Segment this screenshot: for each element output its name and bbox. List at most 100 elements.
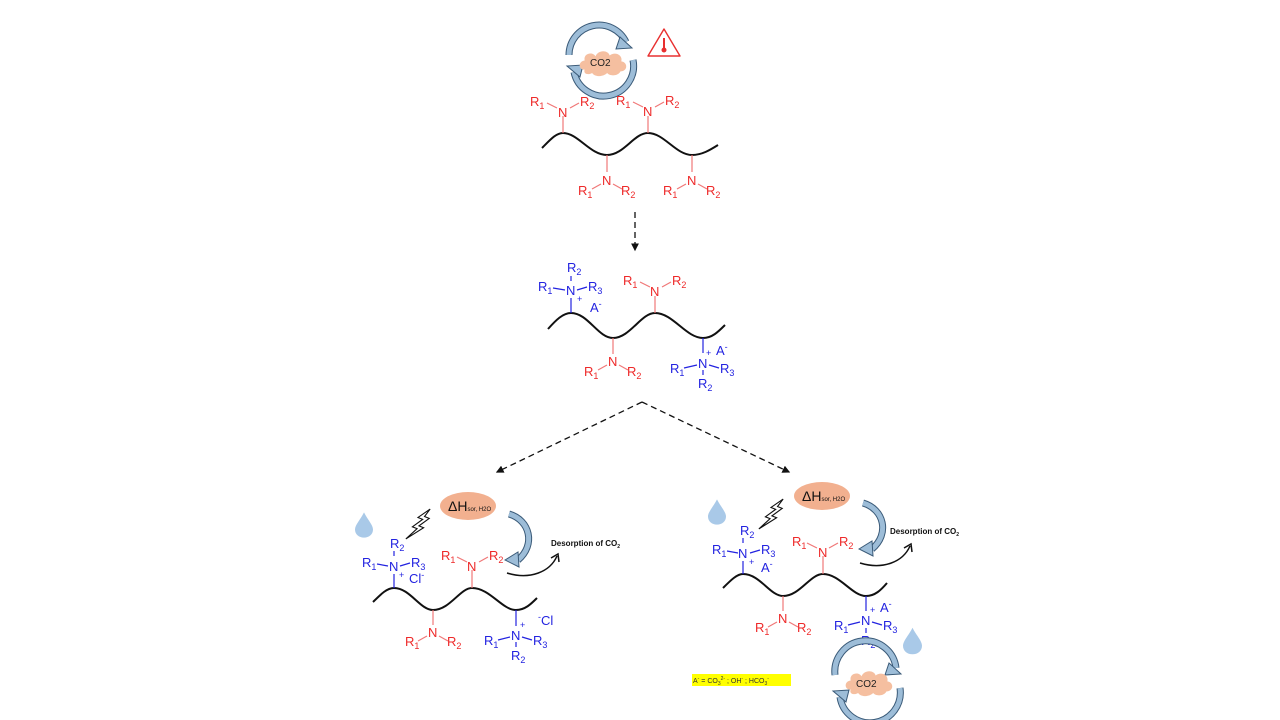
svg-text:R2: R2 bbox=[621, 183, 635, 200]
svg-text:R2: R2 bbox=[797, 620, 811, 637]
svg-text:A-: A- bbox=[716, 342, 728, 358]
polymer-backbone bbox=[547, 311, 726, 340]
svg-text:+: + bbox=[870, 605, 875, 615]
enthalpy-badge: ΔHsor, H2O bbox=[794, 482, 850, 510]
svg-text:R3: R3 bbox=[411, 555, 425, 572]
svg-text:N: N bbox=[818, 545, 827, 560]
desorption-label: Desorption of CO2 bbox=[551, 539, 620, 550]
svg-text:R1: R1 bbox=[616, 93, 630, 110]
lightning-icon bbox=[405, 508, 431, 540]
svg-text:R1: R1 bbox=[441, 548, 455, 565]
svg-text:R2: R2 bbox=[489, 548, 503, 565]
chemical-bond bbox=[654, 101, 665, 108]
polymer-backbone bbox=[372, 586, 538, 612]
chemical-bond bbox=[546, 102, 558, 109]
quaternary-ammonium-group: R2 R1 N + R3 Cl- bbox=[362, 536, 425, 586]
amine-group: R1 N R2 bbox=[616, 93, 679, 119]
quaternary-ammonium-group: + A- N R1 R3 R2 bbox=[670, 342, 734, 393]
svg-text:N: N bbox=[428, 625, 437, 640]
svg-text:R3: R3 bbox=[761, 542, 775, 559]
chemical-bond bbox=[552, 287, 566, 291]
svg-text:N: N bbox=[558, 105, 567, 120]
svg-text:R2: R2 bbox=[447, 634, 461, 651]
polymer-anion-form: ΔHsor, H2O Desorption of CO2 R2 R1 N + R… bbox=[708, 482, 959, 720]
curved-heat-arrow-icon bbox=[857, 499, 887, 557]
svg-text:A-: A- bbox=[880, 599, 892, 615]
svg-text:N: N bbox=[698, 356, 707, 371]
svg-text:N: N bbox=[602, 173, 611, 188]
amine-group: R1 N R2 bbox=[441, 548, 503, 574]
svg-text:R1: R1 bbox=[792, 534, 806, 551]
branch-arrow-left bbox=[495, 401, 643, 473]
chemical-bond bbox=[828, 542, 839, 549]
svg-text:R2: R2 bbox=[672, 273, 686, 290]
svg-text:R3: R3 bbox=[588, 279, 602, 296]
svg-text:N: N bbox=[778, 611, 787, 626]
svg-text:R1: R1 bbox=[484, 633, 498, 650]
svg-text:R2: R2 bbox=[511, 648, 525, 665]
chemical-bond bbox=[456, 556, 468, 563]
svg-text:R1: R1 bbox=[623, 273, 637, 290]
svg-text:R1: R1 bbox=[670, 361, 684, 378]
amine-group: R1 N R2 bbox=[623, 273, 686, 299]
chemical-bond bbox=[618, 364, 629, 371]
anion-legend: A- = CO32- ; OH- ; HCO3- bbox=[692, 674, 791, 687]
desorption-arrow-icon bbox=[859, 542, 913, 567]
lightning-icon bbox=[758, 498, 784, 530]
svg-text:R3: R3 bbox=[533, 633, 547, 650]
chemical-bond bbox=[697, 183, 708, 190]
svg-text:-Cl: -Cl bbox=[538, 612, 553, 628]
svg-text:R3: R3 bbox=[883, 618, 897, 635]
svg-text:+: + bbox=[706, 348, 711, 358]
svg-text:A- = CO32- ; OH- ; HCO3-: A- = CO32- ; OH- ; HCO3- bbox=[693, 676, 769, 687]
chemical-bond bbox=[612, 183, 623, 190]
polymer-neutral: R1 N R2 R1 N R2 N R1 R2 N R1 R2 bbox=[530, 93, 720, 200]
chemical-bond bbox=[683, 364, 698, 369]
svg-text:+: + bbox=[520, 620, 525, 630]
water-drop-icon bbox=[903, 627, 922, 655]
svg-text:R2: R2 bbox=[698, 376, 712, 393]
chemical-bond bbox=[847, 621, 861, 626]
chemical-bond bbox=[597, 364, 608, 371]
chemical-bond bbox=[726, 550, 739, 554]
svg-text:R1: R1 bbox=[405, 634, 419, 651]
svg-text:R2: R2 bbox=[627, 364, 641, 381]
svg-text:R1: R1 bbox=[578, 183, 592, 200]
polymer-quaternized: R2 R1 N + R3 A- R1 N R2 N R1 R2 + bbox=[538, 260, 734, 393]
svg-text:R1: R1 bbox=[834, 618, 848, 635]
svg-text:N: N bbox=[467, 559, 476, 574]
co2-cycle-label: CO2 bbox=[590, 58, 611, 69]
svg-text:N: N bbox=[511, 628, 520, 643]
quaternary-ammonium-group: R2 R1 N + R3 A- bbox=[538, 260, 602, 315]
svg-text:A-: A- bbox=[590, 299, 602, 315]
svg-text:A-: A- bbox=[761, 559, 773, 575]
svg-text:ΔHsor, H2O: ΔHsor, H2O bbox=[448, 498, 491, 514]
desorption-arrow-icon bbox=[506, 552, 560, 577]
chemical-bond bbox=[591, 183, 602, 190]
svg-text:R1: R1 bbox=[362, 555, 376, 572]
svg-text:R2: R2 bbox=[567, 260, 581, 277]
chemical-bond bbox=[676, 183, 687, 190]
svg-text:R2: R2 bbox=[740, 523, 754, 540]
svg-text:R1: R1 bbox=[663, 183, 677, 200]
curved-heat-arrow-icon bbox=[503, 510, 533, 568]
svg-text:+: + bbox=[399, 570, 404, 580]
svg-text:R2: R2 bbox=[839, 534, 853, 551]
water-drop-icon bbox=[708, 499, 726, 525]
svg-text:N: N bbox=[389, 559, 398, 574]
svg-text:ΔHsor, H2O: ΔHsor, H2O bbox=[802, 488, 845, 504]
chemical-bond bbox=[632, 101, 644, 108]
svg-text:R2: R2 bbox=[665, 93, 679, 110]
amine-group: N R1 R2 bbox=[405, 625, 461, 651]
polymer-backbone bbox=[541, 131, 719, 157]
svg-text:R1: R1 bbox=[530, 94, 544, 111]
svg-text:R2: R2 bbox=[390, 536, 404, 553]
svg-text:Cl-: Cl- bbox=[409, 570, 424, 586]
amine-group: N R1 R2 bbox=[584, 354, 641, 381]
enthalpy-badge: ΔHsor, H2O bbox=[440, 492, 496, 520]
chemical-bond bbox=[639, 281, 651, 288]
chemical-bond bbox=[661, 281, 672, 288]
cycle-arrows-icon bbox=[831, 637, 904, 720]
co2-cycle-label: CO2 bbox=[856, 679, 877, 690]
amine-group: N R1 R2 bbox=[755, 611, 811, 637]
